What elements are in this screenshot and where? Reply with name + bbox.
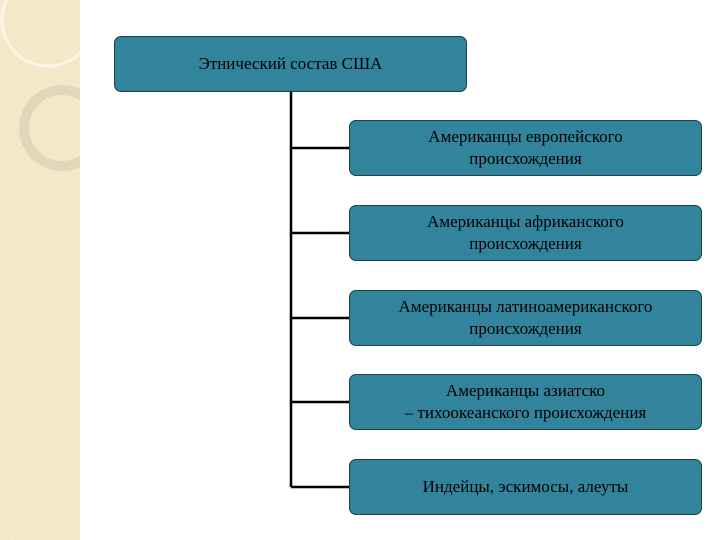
child-node-latin-american: Американцы латиноамериканского происхожд… [349, 290, 702, 346]
child-node-label-line1: Американцы африканского [427, 211, 624, 231]
child-node-asian-pacific: Американцы азиатско – тихоокеанского про… [349, 374, 702, 430]
decorative-side-strip [0, 0, 80, 540]
root-node: Этнический состав США [114, 36, 467, 92]
child-node-label-line2: происхождения [469, 319, 582, 338]
child-node-label-line1: Американцы азиатско [445, 380, 606, 400]
child-node-label-line2: происхождения [469, 149, 582, 168]
child-node-european: Американцы европейского происхождения [349, 120, 702, 176]
child-node-label-line2: – тихоокеанского происхождения [404, 403, 647, 422]
decorative-rings-icon [0, 0, 80, 171]
child-node-label-line1: Американцы европейского [428, 126, 623, 146]
child-node-native-peoples: Индейцы, эскимосы, алеуты [349, 459, 702, 515]
child-node-african: Американцы африканского происхождения [349, 205, 702, 261]
child-node-label-line2: происхождения [469, 234, 582, 253]
child-node-label-line1: Индейцы, эскимосы, алеуты [422, 476, 629, 496]
child-node-label-line1: Американцы латиноамериканского [398, 296, 653, 316]
root-node-label: Этнический состав США [198, 53, 383, 73]
